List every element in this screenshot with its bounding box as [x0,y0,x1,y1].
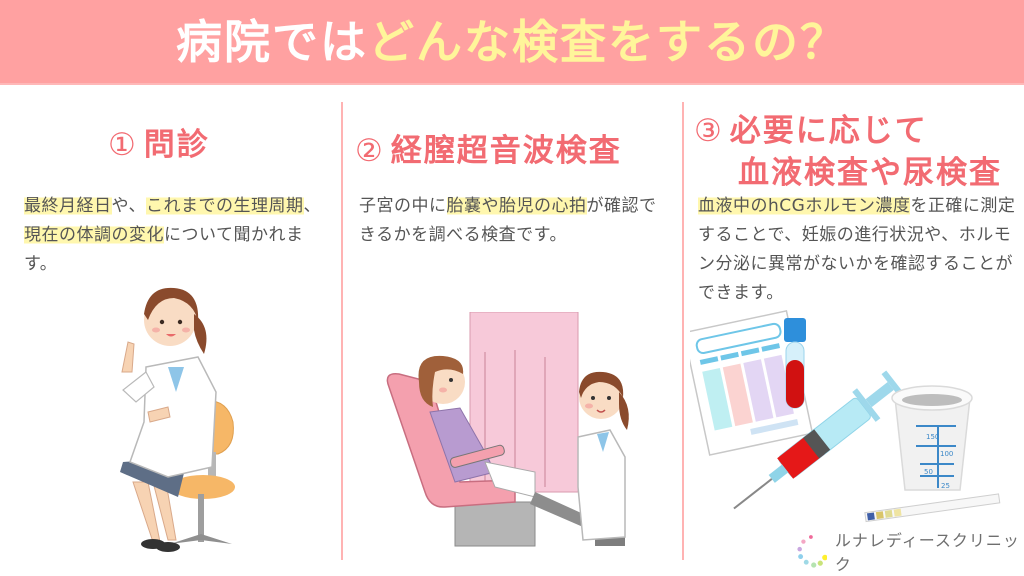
page-title-part2: どんな検査をするの？ [368,14,848,69]
step-title-text: 問診 [143,127,210,163]
clinic-logo: ルナレディースクリニック [795,531,1024,574]
section-description: 子宮の中に胎嚢や胎児の心拍が確認できるかを調べる検査です。 [359,192,669,250]
section-description: 血液中のhCGホルモン濃度を正確に測定することで、妊娠の進行状況や、ホルモン分泌… [698,192,1018,308]
urine-test-strip-icon [864,493,1001,523]
cup-scale-label: 25 [941,482,950,490]
highlight-text: 現在の体調の変化 [24,225,164,245]
blood-tube-icon [784,318,806,409]
step-title-text: 経膣超音波検査 [390,133,622,169]
cup-scale-label: 50 [924,468,933,476]
text: を正確に測定することで、妊娠の進行状況や、ホルモン分泌に異常がないかを確認するこ… [698,196,1016,303]
page-title: 病院ではどんな検査をするの？ [176,19,848,65]
doctor-illustration [108,272,248,562]
highlight-text: 血液中のhCGホルモン濃度 [698,196,911,216]
clinic-name: ルナレディースクリニック [834,531,1020,574]
text: について聞かれます。 [24,225,304,274]
clinic-logo-icon [797,535,827,568]
highlight-text: 最終月経日 [24,196,112,216]
step-title-line2: 血液検査や尿検査 [738,155,1002,191]
text: や、 [111,196,146,216]
ultrasound-exam-illustration [385,312,635,552]
test-report-icon [690,310,814,456]
section-description: 最終月経日や、これまでの生理周期、現在の体調の変化について聞かれます。 [24,192,329,279]
urine-cup-icon: 150 100 50 25 [891,385,973,491]
header-banner: 病院ではどんな検査をするの？ [0,0,1024,85]
step-number: ③ [694,113,724,149]
cup-scale-label: 150 [926,433,939,441]
column-divider-2 [682,102,684,560]
page-title-part1: 病院では [176,14,368,69]
highlight-text: これまでの生理周期 [146,196,304,216]
blood-urine-test-illustration: 150 100 50 25 [690,310,1020,530]
step-number: ① [108,127,138,163]
highlight-text: 胎嚢や胎児の心拍 [446,196,587,216]
step-title-line1: 必要に応じて [729,113,928,149]
text: 子宮の中に [359,196,447,216]
column-divider-1 [341,102,343,560]
text: 、 [303,196,321,216]
step-number: ② [355,133,385,169]
cup-scale-label: 100 [940,450,953,458]
text: が確認できるかを調べる検査です。 [359,196,657,245]
